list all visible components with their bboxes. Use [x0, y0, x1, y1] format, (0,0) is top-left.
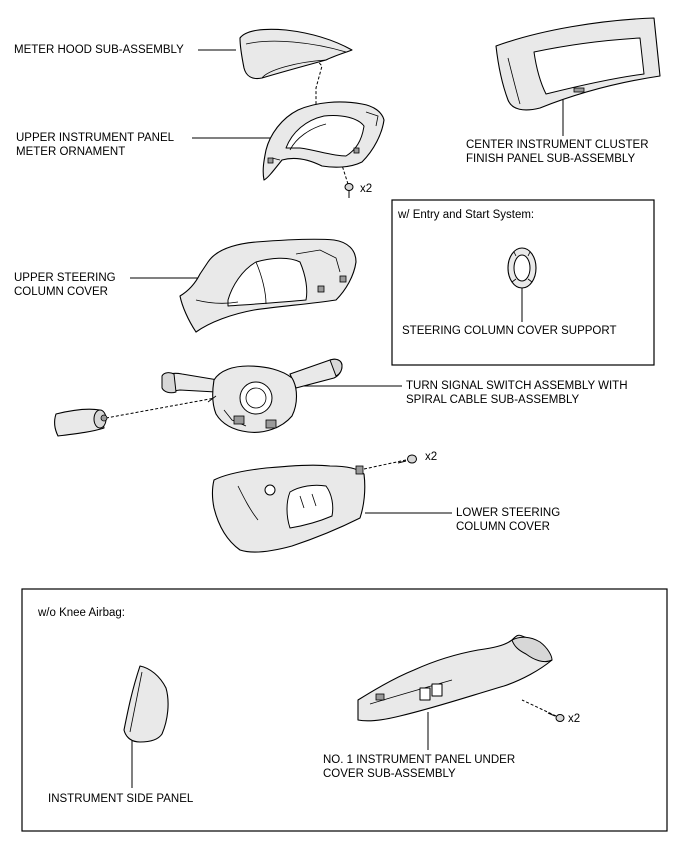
screw-icon-lower-cover — [397, 454, 417, 464]
label-turn-signal-line1: TURN SIGNAL SWITCH ASSEMBLY WITH — [406, 380, 628, 392]
qty-screw-lower-cover: x2 — [425, 451, 437, 463]
label-under-cover-line2: COVER SUB-ASSEMBLY — [323, 768, 456, 780]
center-cluster-panel-part — [495, 17, 661, 111]
screw-icon-under-cover — [547, 712, 565, 722]
qty-screw-upper: x2 — [360, 183, 372, 195]
upper-column-cover-part — [179, 238, 357, 333]
under-cover-switch-2 — [431, 683, 443, 697]
label-turn-signal-line2: SPIRAL CABLE SUB-ASSEMBLY — [406, 394, 580, 406]
switch-connector-2 — [265, 419, 277, 429]
label-upper-ornament-line1: UPPER INSTRUMENT PANEL — [16, 132, 175, 144]
meter-hood-part — [239, 28, 353, 80]
label-side-panel: INSTRUMENT SIDE PANEL — [48, 793, 194, 805]
turn-signal-switch-part — [161, 358, 343, 433]
ornament-clip-2 — [353, 147, 360, 154]
label-lower-cover-line2: COLUMN COVER — [456, 521, 550, 533]
steering-column-shaft-part — [54, 408, 108, 437]
upper-cover-clip-2 — [339, 275, 347, 283]
lower-cover-clip — [355, 465, 364, 475]
knee-airbag-inset-box — [21, 588, 668, 832]
label-center-cluster-line1: CENTER INSTRUMENT CLUSTER — [466, 139, 649, 151]
entry-start-inset-box — [391, 199, 655, 366]
switch-connector-1 — [233, 415, 245, 425]
label-knee-title: w/o Knee Airbag: — [37, 607, 125, 619]
label-upper-cover-line1: UPPER STEERING — [14, 272, 116, 284]
cluster-clip — [573, 87, 585, 93]
under-cover-part — [357, 634, 553, 722]
dashed-column-to-switch — [105, 395, 227, 419]
dashed-screw-to-lower-cover — [363, 459, 407, 470]
label-lower-cover-line1: LOWER STEERING — [456, 507, 560, 519]
ornament-clip-1 — [267, 157, 274, 164]
screw-icon-upper — [344, 183, 354, 198]
qty-screw-under-cover: x2 — [568, 713, 580, 725]
upper-ornament-part — [262, 101, 385, 181]
instrument-side-panel-part — [123, 665, 169, 743]
upper-cover-clip-1 — [317, 285, 325, 293]
label-meter-hood: METER HOOD SUB-ASSEMBLY — [14, 44, 184, 56]
cover-support-part — [507, 247, 537, 289]
label-center-cluster-line2: FINISH PANEL SUB-ASSEMBLY — [466, 153, 635, 165]
dashed-screw-to-under-cover — [521, 699, 557, 717]
dashed-screw-to-ornament — [333, 139, 349, 185]
label-under-cover-line1: NO. 1 INSTRUMENT PANEL UNDER — [323, 754, 515, 766]
lower-column-cover-part — [211, 464, 366, 553]
under-cover-clip — [375, 693, 385, 701]
under-cover-switch-1 — [419, 687, 431, 701]
label-upper-ornament-line2: METER ORNAMENT — [16, 146, 125, 158]
label-upper-cover-line2: COLUMN COVER — [14, 286, 108, 298]
label-cover-support: STEERING COLUMN COVER SUPPORT — [402, 325, 617, 337]
label-entry-start-title: w/ Entry and Start System: — [397, 209, 534, 221]
